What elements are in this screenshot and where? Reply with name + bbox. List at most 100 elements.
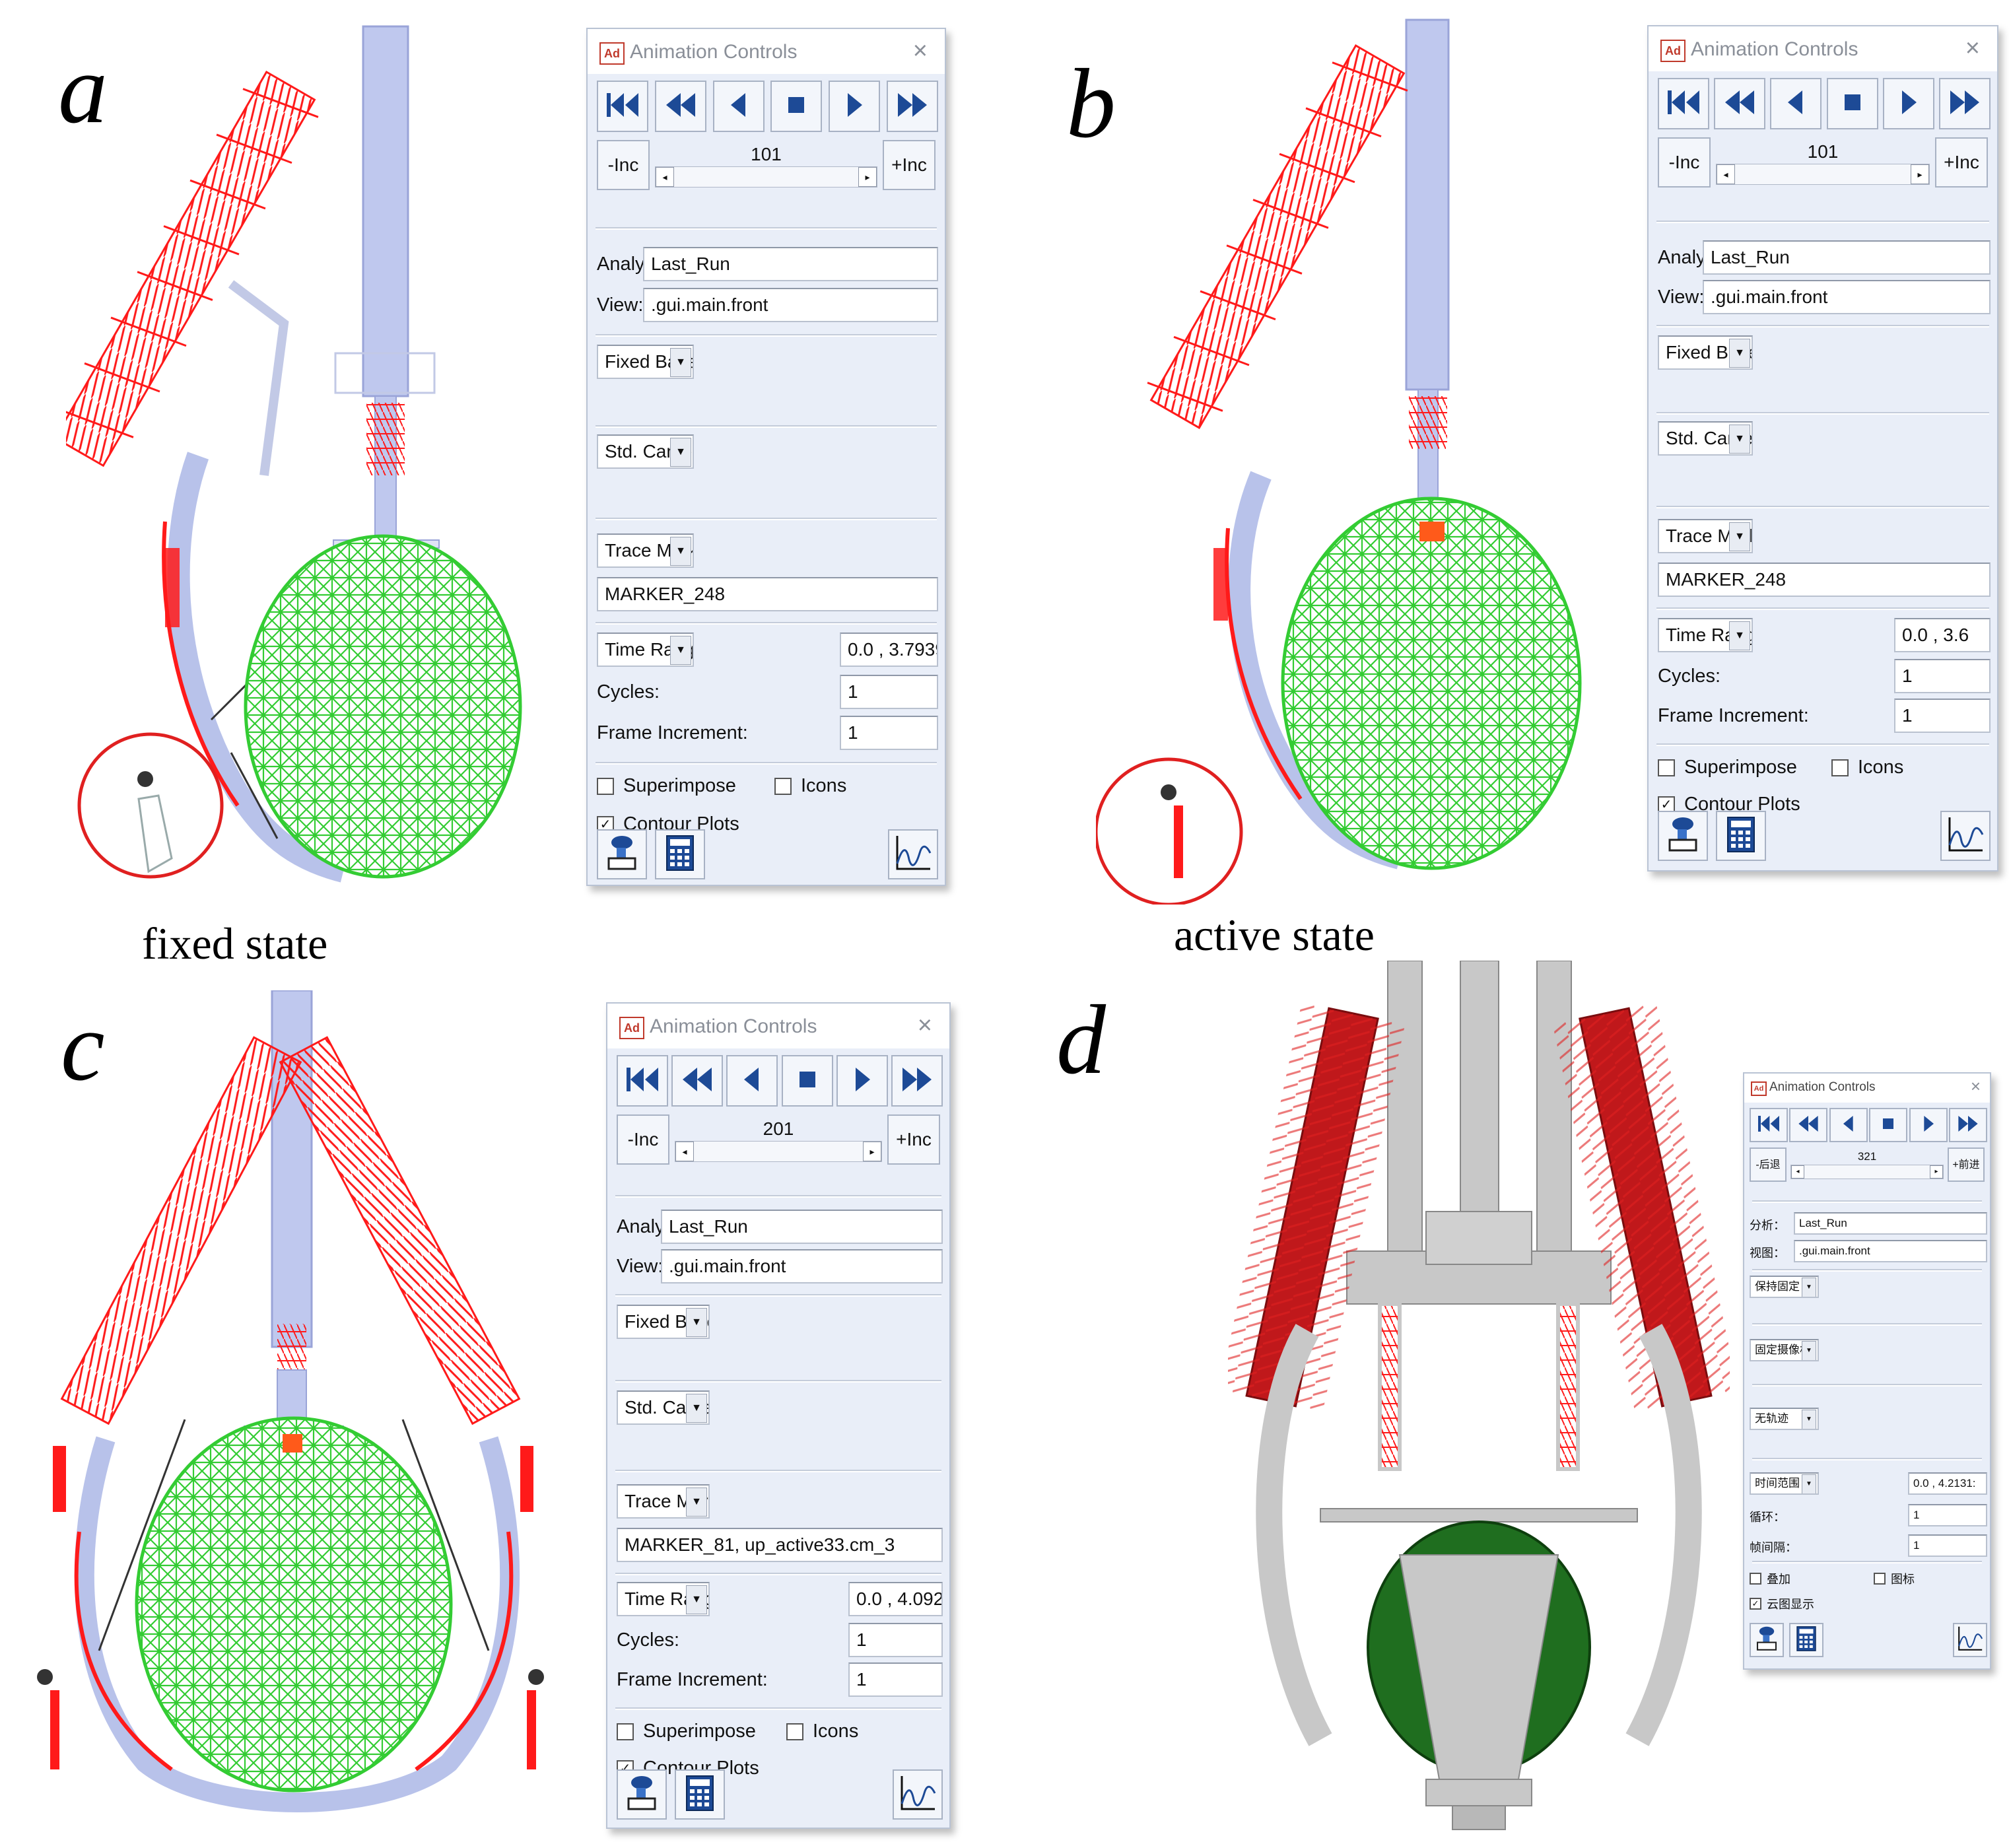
chevron-down-icon[interactable]: ▼ [686, 1308, 707, 1337]
chevron-down-icon[interactable]: ▼ [1729, 522, 1750, 551]
stop-button[interactable] [781, 1055, 833, 1107]
chevron-down-icon[interactable]: ▼ [686, 1394, 707, 1423]
plot-button[interactable] [893, 1769, 943, 1820]
icons-checkbox[interactable]: Icons [786, 1721, 858, 1742]
superimpose-checkbox-box[interactable] [617, 1723, 634, 1740]
icons-checkbox[interactable]: Icons [1831, 757, 1903, 778]
icons-checkbox-box[interactable] [1831, 759, 1849, 776]
skip-to-start-button[interactable] [1750, 1108, 1788, 1142]
view-field[interactable]: .gui.main.front [643, 288, 938, 322]
fast-forward-button[interactable] [886, 81, 938, 132]
play-reverse-button[interactable] [1770, 78, 1822, 129]
plot-button[interactable] [1940, 811, 1991, 861]
play-button[interactable] [829, 81, 881, 132]
close-icon[interactable]: × [1965, 34, 1980, 62]
increment-button[interactable]: +Inc [1935, 137, 1988, 188]
frame-scrollbar[interactable]: ◂▸ [655, 166, 877, 188]
calculator-button[interactable] [655, 829, 705, 879]
play-reverse-button[interactable] [712, 81, 765, 132]
scroll-right-arrow-icon[interactable]: ▸ [863, 1142, 881, 1161]
time-range-field[interactable]: 0.0 , 4.0924! [848, 1582, 943, 1616]
stop-button[interactable] [770, 81, 823, 132]
superimpose-checkbox-box[interactable] [1658, 759, 1675, 776]
frame-increment-field[interactable]: 1 [1894, 699, 1991, 733]
play-button[interactable] [1909, 1108, 1948, 1142]
playback-tool-button[interactable] [1750, 1623, 1784, 1657]
chevron-down-icon[interactable]: ▼ [1802, 1341, 1816, 1360]
scroll-left-arrow-icon[interactable]: ◂ [656, 167, 674, 187]
rewind-button[interactable] [1714, 78, 1766, 129]
skip-to-start-button[interactable] [597, 81, 648, 132]
scroll-right-arrow-icon[interactable]: ▸ [1911, 164, 1929, 184]
time-range-select[interactable]: Time Range:▼ [597, 633, 694, 667]
frame-scrollbar[interactable]: ◂▸ [1790, 1165, 1944, 1179]
frame-scrollbar[interactable]: ◂▸ [1716, 164, 1930, 185]
playback-tool-button[interactable] [1658, 811, 1708, 861]
time-range-select[interactable]: 时间范围：▼ [1750, 1472, 1819, 1495]
decrement-button[interactable]: -Inc [1658, 137, 1711, 188]
scroll-left-arrow-icon[interactable]: ◂ [1717, 164, 1735, 184]
play-button[interactable] [836, 1055, 888, 1107]
playback-tool-button[interactable] [617, 1769, 667, 1820]
chevron-down-icon[interactable]: ▼ [686, 1585, 707, 1614]
trace-marker-field[interactable]: MARKER_248 [597, 577, 938, 611]
close-icon[interactable]: × [912, 37, 928, 65]
superimpose-checkbox[interactable]: 叠加 [1750, 1570, 1790, 1587]
analysis-field[interactable]: Last_Run [1794, 1212, 1987, 1235]
rewind-button[interactable] [1789, 1108, 1828, 1142]
cycles-field[interactable]: 1 [1894, 659, 1991, 693]
analysis-field[interactable]: Last_Run [661, 1210, 943, 1244]
view-field[interactable]: .gui.main.front [661, 1249, 943, 1283]
analysis-field[interactable]: Last_Run [643, 247, 938, 281]
icons-checkbox[interactable]: Icons [774, 775, 846, 797]
chevron-down-icon[interactable]: ▼ [1729, 425, 1750, 454]
frame-scrollbar[interactable]: ◂▸ [675, 1141, 882, 1162]
base-select[interactable]: Fixed Base▼ [597, 345, 694, 379]
increment-button[interactable]: +Inc [887, 1114, 940, 1165]
play-button[interactable] [1882, 78, 1934, 129]
trace-marker-select[interactable]: Trace Marker:▼ [617, 1484, 710, 1519]
base-select[interactable]: Fixed Base▼ [617, 1305, 710, 1339]
superimpose-checkbox[interactable]: Superimpose [1658, 757, 1797, 778]
frame-increment-field[interactable]: 1 [840, 716, 938, 750]
trace-marker-select[interactable]: Trace Marker:▼ [1658, 519, 1753, 553]
plot-button[interactable] [1953, 1623, 1987, 1657]
scroll-left-arrow-icon[interactable]: ◂ [675, 1142, 694, 1161]
fast-forward-button[interactable] [1948, 1108, 1987, 1142]
chevron-down-icon[interactable]: ▼ [670, 537, 691, 566]
camera-select[interactable]: 固定摄像机▼ [1750, 1339, 1819, 1361]
time-range-select[interactable]: Time Range:▼ [617, 1582, 710, 1616]
superimpose-checkbox-box[interactable] [597, 777, 614, 795]
icons-checkbox[interactable]: 图标 [1874, 1570, 1915, 1587]
scroll-right-arrow-icon[interactable]: ▸ [858, 167, 877, 187]
decrement-button[interactable]: -Inc [597, 140, 650, 190]
trace-marker-field[interactable]: MARKER_248 [1658, 563, 1991, 597]
skip-to-start-button[interactable] [617, 1055, 668, 1107]
increment-button[interactable]: +前进 [1948, 1147, 1985, 1182]
chevron-down-icon[interactable]: ▼ [686, 1488, 707, 1517]
chevron-down-icon[interactable]: ▼ [670, 348, 691, 377]
superimpose-checkbox-box[interactable] [1750, 1573, 1761, 1585]
contour-plots-checkbox[interactable]: ✓云图显示 [1750, 1595, 1814, 1612]
play-reverse-button[interactable] [1829, 1108, 1868, 1142]
base-select[interactable]: Fixed Base▼ [1658, 335, 1753, 370]
scroll-left-arrow-icon[interactable]: ◂ [1791, 1165, 1804, 1179]
close-icon[interactable]: × [917, 1011, 932, 1039]
icons-checkbox-box[interactable] [774, 777, 792, 795]
trace-marker-field[interactable]: MARKER_81, up_active33.cm_3 [617, 1528, 943, 1562]
stop-button[interactable] [1826, 78, 1878, 129]
frame-increment-field[interactable]: 1 [1908, 1534, 1987, 1557]
calculator-button[interactable] [1716, 811, 1766, 861]
rewind-button[interactable] [654, 81, 706, 132]
fast-forward-button[interactable] [891, 1055, 943, 1107]
play-reverse-button[interactable] [726, 1055, 778, 1107]
base-select[interactable]: 保持固定▼ [1750, 1276, 1819, 1298]
playback-tool-button[interactable] [597, 829, 647, 879]
plot-button[interactable] [888, 829, 938, 879]
trace-marker-select[interactable]: 无轨迹▼ [1750, 1408, 1819, 1430]
analysis-field[interactable]: Last_Run [1703, 240, 1991, 275]
